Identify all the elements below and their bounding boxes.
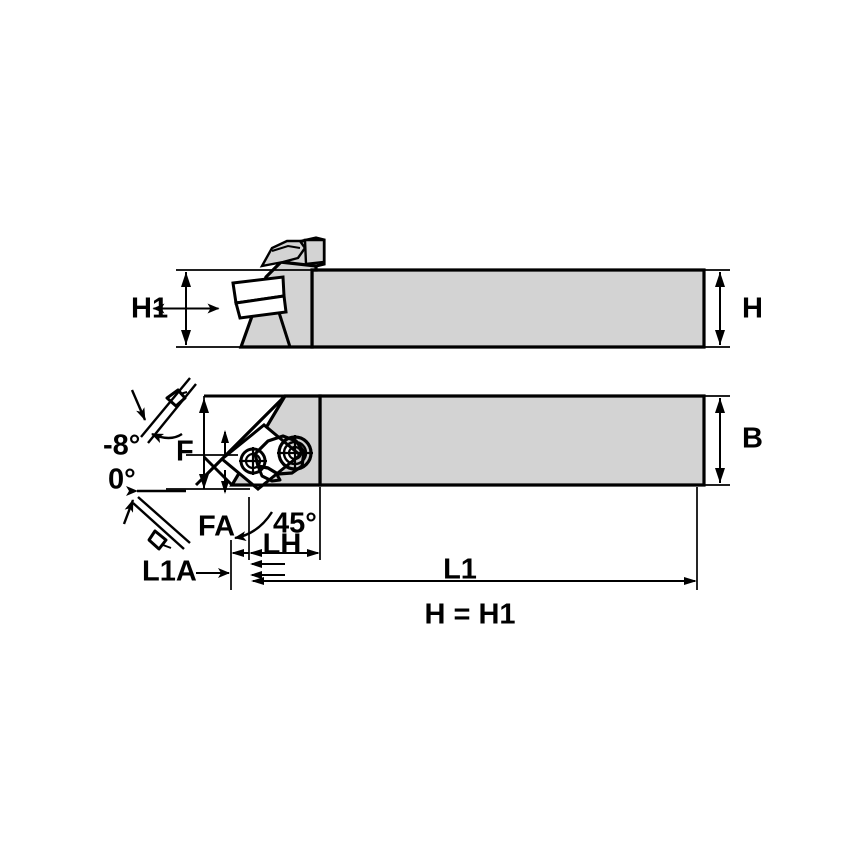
lh-arrow-right	[307, 549, 320, 557]
dimension-fa: FA	[198, 430, 235, 543]
l1-arrow-right	[684, 577, 697, 585]
b-arrow-top	[715, 398, 725, 413]
annotation-rake-0: 0°	[108, 464, 191, 551]
dimension-h: H	[704, 269, 763, 348]
rake-angle-flag-icon-0	[147, 529, 168, 551]
l1a-arrow	[231, 549, 244, 557]
plan-view-clamp-tail	[256, 464, 282, 483]
plan-view-shank-body	[318, 394, 706, 487]
plan-view-pocket-diagonal	[202, 455, 234, 487]
neg8-ref-line-b	[140, 377, 191, 438]
side-elevation-view: H1 H	[131, 236, 763, 349]
rake-angle-flag-icon	[165, 388, 187, 408]
clamp-screw-small	[239, 447, 267, 475]
fa-arrow-up	[221, 430, 229, 443]
plan-view-shoulder-diagonal	[194, 394, 287, 487]
l1a-label: L1A	[142, 556, 197, 588]
tick-arrow-2	[250, 571, 262, 579]
neg8-arc	[151, 432, 183, 444]
f-arrow-bottom	[199, 474, 209, 489]
l1-label: L1	[443, 554, 477, 586]
tick-arrow-1	[250, 560, 262, 568]
dimension-f: F	[166, 398, 250, 490]
side-view-cap-notch	[303, 238, 326, 266]
dimension-ticks-group	[250, 560, 285, 579]
b-arrow-bottom	[715, 468, 725, 483]
f-arrow-top	[199, 398, 209, 413]
dimension-h1: H1	[131, 269, 312, 348]
h-arrow-bottom	[715, 330, 725, 345]
angle-neg8-label: -8°	[103, 430, 140, 462]
h1-arrow-top	[181, 272, 191, 287]
deg0-ref-line-a	[132, 502, 185, 550]
annotation-rake-neg8: -8°	[103, 377, 197, 462]
side-view-insert-lower	[234, 294, 288, 320]
dimension-l1a: L1A	[142, 540, 249, 590]
dimension-l1: L1	[251, 487, 698, 590]
h-arrow-top	[715, 272, 725, 287]
side-view-clamp-lever	[271, 244, 301, 252]
fa-arrow-down	[221, 481, 229, 494]
neg8-ref-line-a	[147, 383, 197, 444]
deg0-ref-line-b	[137, 496, 191, 544]
annotation-lead-angle-45: 45°	[234, 508, 317, 542]
h1-label: H1	[131, 293, 168, 325]
lh-label: LH	[263, 529, 302, 561]
plan-view: B F FA -8°	[103, 377, 763, 631]
deg45-arc	[234, 511, 274, 542]
f-label: F	[176, 436, 194, 468]
h-label: H	[742, 293, 763, 325]
clamp-screw-large	[277, 435, 313, 471]
dimension-lh: LH	[248, 487, 321, 561]
rake-flag-tick-0	[162, 544, 172, 549]
dimension-b: B	[704, 395, 763, 486]
footnote-h-equals-h1: H = H1	[424, 599, 515, 631]
deg0-leader-arrow	[122, 499, 135, 525]
b-label: B	[742, 423, 763, 455]
angle-0-label: 0°	[108, 464, 136, 496]
l1-arrow-left	[251, 577, 264, 585]
rake-flag-tick	[179, 391, 188, 395]
angle-45-label: 45°	[273, 508, 317, 540]
neg8-leader-arrow	[130, 389, 147, 421]
fa-label: FA	[198, 511, 235, 543]
lh-arrow-left	[249, 549, 262, 557]
side-view-shank-body	[310, 268, 706, 349]
h1-arrow-bottom	[181, 330, 191, 345]
